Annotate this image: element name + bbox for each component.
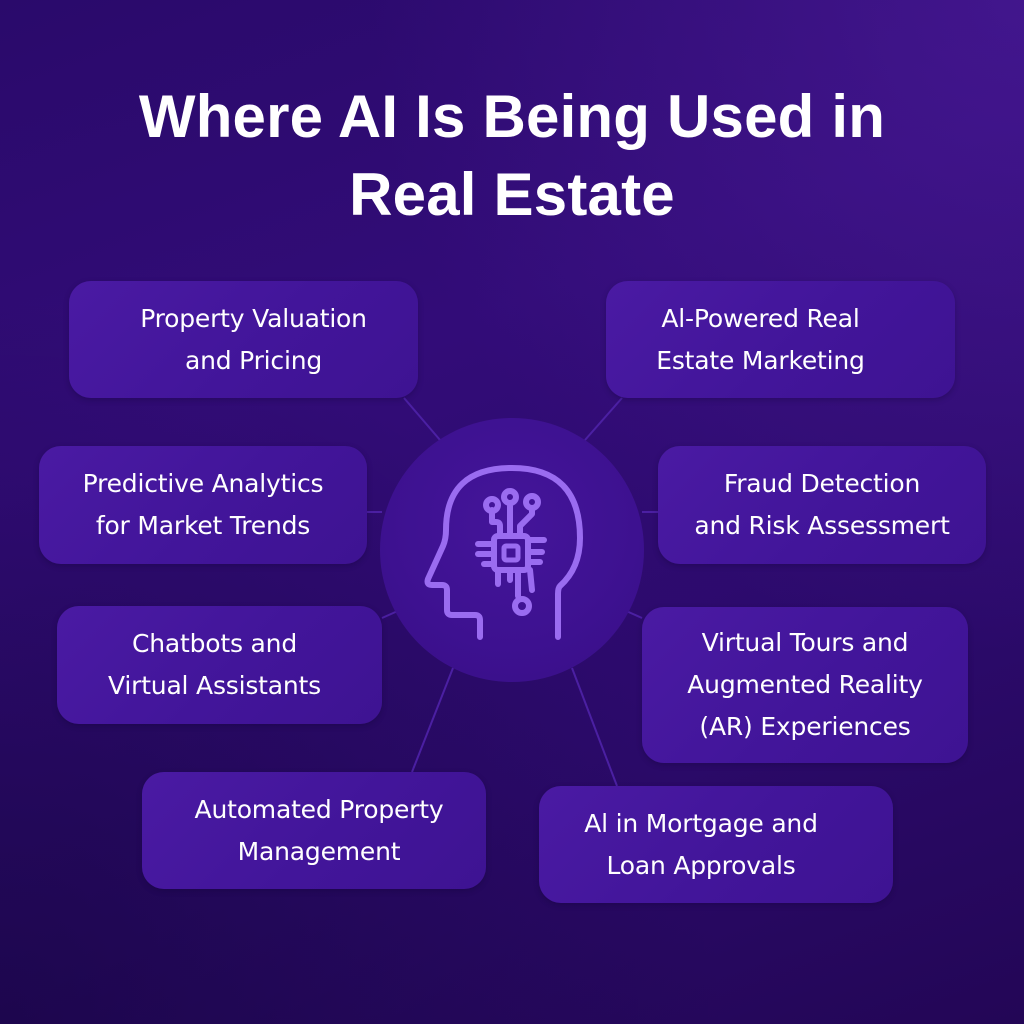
card-property-management[interactable]: Automated Property Management: [142, 772, 486, 889]
card-label-line: Fraud Detection: [723, 469, 921, 498]
card-label-line: Estate Marketing: [656, 345, 865, 375]
card-label-line: and Pricing: [184, 345, 323, 375]
card-label-line: Management: [237, 836, 401, 866]
card-chatbots[interactable]: Chatbots and Virtual Assistants: [57, 606, 382, 724]
card-property-valuation[interactable]: Property Valuation and Pricing: [69, 281, 418, 398]
card-fraud-detection[interactable]: Fraud Detection and Risk Assessmert: [658, 446, 986, 564]
card-label-line: Predictive Analytics: [82, 469, 324, 498]
card-label-line: Loan Approvals: [606, 850, 796, 880]
card-label-line: Augmented Reality: [687, 670, 923, 699]
card-ai-powered-marketing[interactable]: Al-Powered Real Estate Marketing: [606, 281, 955, 398]
card-label-line: Al-Powered Real: [661, 303, 860, 333]
card-mortgage-approvals[interactable]: Al in Mortgage and Loan Approvals: [539, 786, 893, 903]
card-label-line: (AR) Experiences: [699, 712, 911, 741]
card-label-line: Property Valuation: [140, 303, 367, 333]
connector-mortgage: [571, 667, 618, 787]
title-line-2: Real Estate: [349, 161, 675, 228]
card-label-line: Virtual Tours and: [701, 628, 909, 657]
central-hub: [380, 418, 644, 682]
card-virtual-tours[interactable]: Virtual Tours and Augmented Reality (AR)…: [642, 607, 968, 763]
title-line-1: Where AI Is Being Used in: [138, 83, 886, 150]
connector-property-management: [411, 667, 454, 773]
connector-property-valuation: [403, 397, 441, 441]
connector-ai-marketing: [584, 397, 623, 441]
card-label-line: Automated Property: [194, 794, 444, 824]
card-label-line: Al in Mortgage and: [584, 808, 818, 838]
card-label-line: Chatbots and: [132, 629, 297, 658]
card-label-line: and Risk Assessmert: [694, 511, 950, 540]
page-title: Where AI Is Being Used in Real Estate: [0, 78, 1024, 234]
card-label-line: Virtual Assistants: [108, 671, 321, 700]
ai-head-circuit-icon: [424, 465, 583, 640]
card-predictive-analytics[interactable]: Predictive Analytics for Market Trends: [39, 446, 367, 564]
card-label-line: for Market Trends: [95, 511, 311, 540]
